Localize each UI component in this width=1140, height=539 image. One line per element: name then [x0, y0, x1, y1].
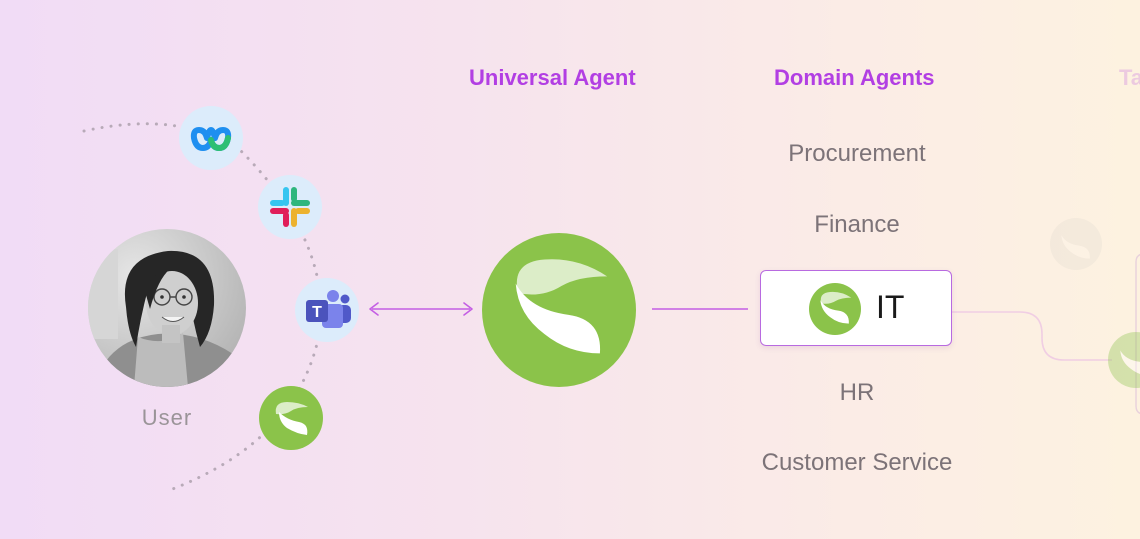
- universal-agent-logo: [482, 233, 636, 387]
- it-to-task-connector: [952, 311, 1112, 361]
- user-label: User: [141, 405, 193, 430]
- teams-icon[interactable]: T: [295, 278, 359, 342]
- user-avatar: [88, 229, 246, 387]
- domain-agent-it-card[interactable]: IT: [760, 270, 952, 346]
- domain-agent-it-label: IT: [876, 289, 905, 325]
- sapling-icon[interactable]: [259, 386, 323, 450]
- faded-sapling-icon: [1050, 218, 1102, 270]
- domain-agent-hr[interactable]: HR: [839, 379, 875, 406]
- task-agent-sapling-icon: [1108, 332, 1140, 388]
- webex-icon[interactable]: [179, 106, 243, 170]
- sapling-icon: [809, 283, 861, 335]
- slack-icon[interactable]: [258, 175, 322, 239]
- task-agents-heading-partial: Ta: [1119, 65, 1140, 90]
- partial-task-card: [1135, 253, 1140, 415]
- universal-agent-heading: Universal Agent: [469, 65, 636, 90]
- svg-text:T: T: [312, 304, 322, 321]
- bidirectional-arrow: [369, 302, 473, 316]
- domain-agent-finance[interactable]: Finance: [814, 211, 900, 238]
- domain-agent-customer-service[interactable]: Customer Service: [761, 449, 953, 476]
- domain-agents-heading: Domain Agents: [774, 65, 935, 90]
- domain-agent-procurement[interactable]: Procurement: [788, 140, 926, 167]
